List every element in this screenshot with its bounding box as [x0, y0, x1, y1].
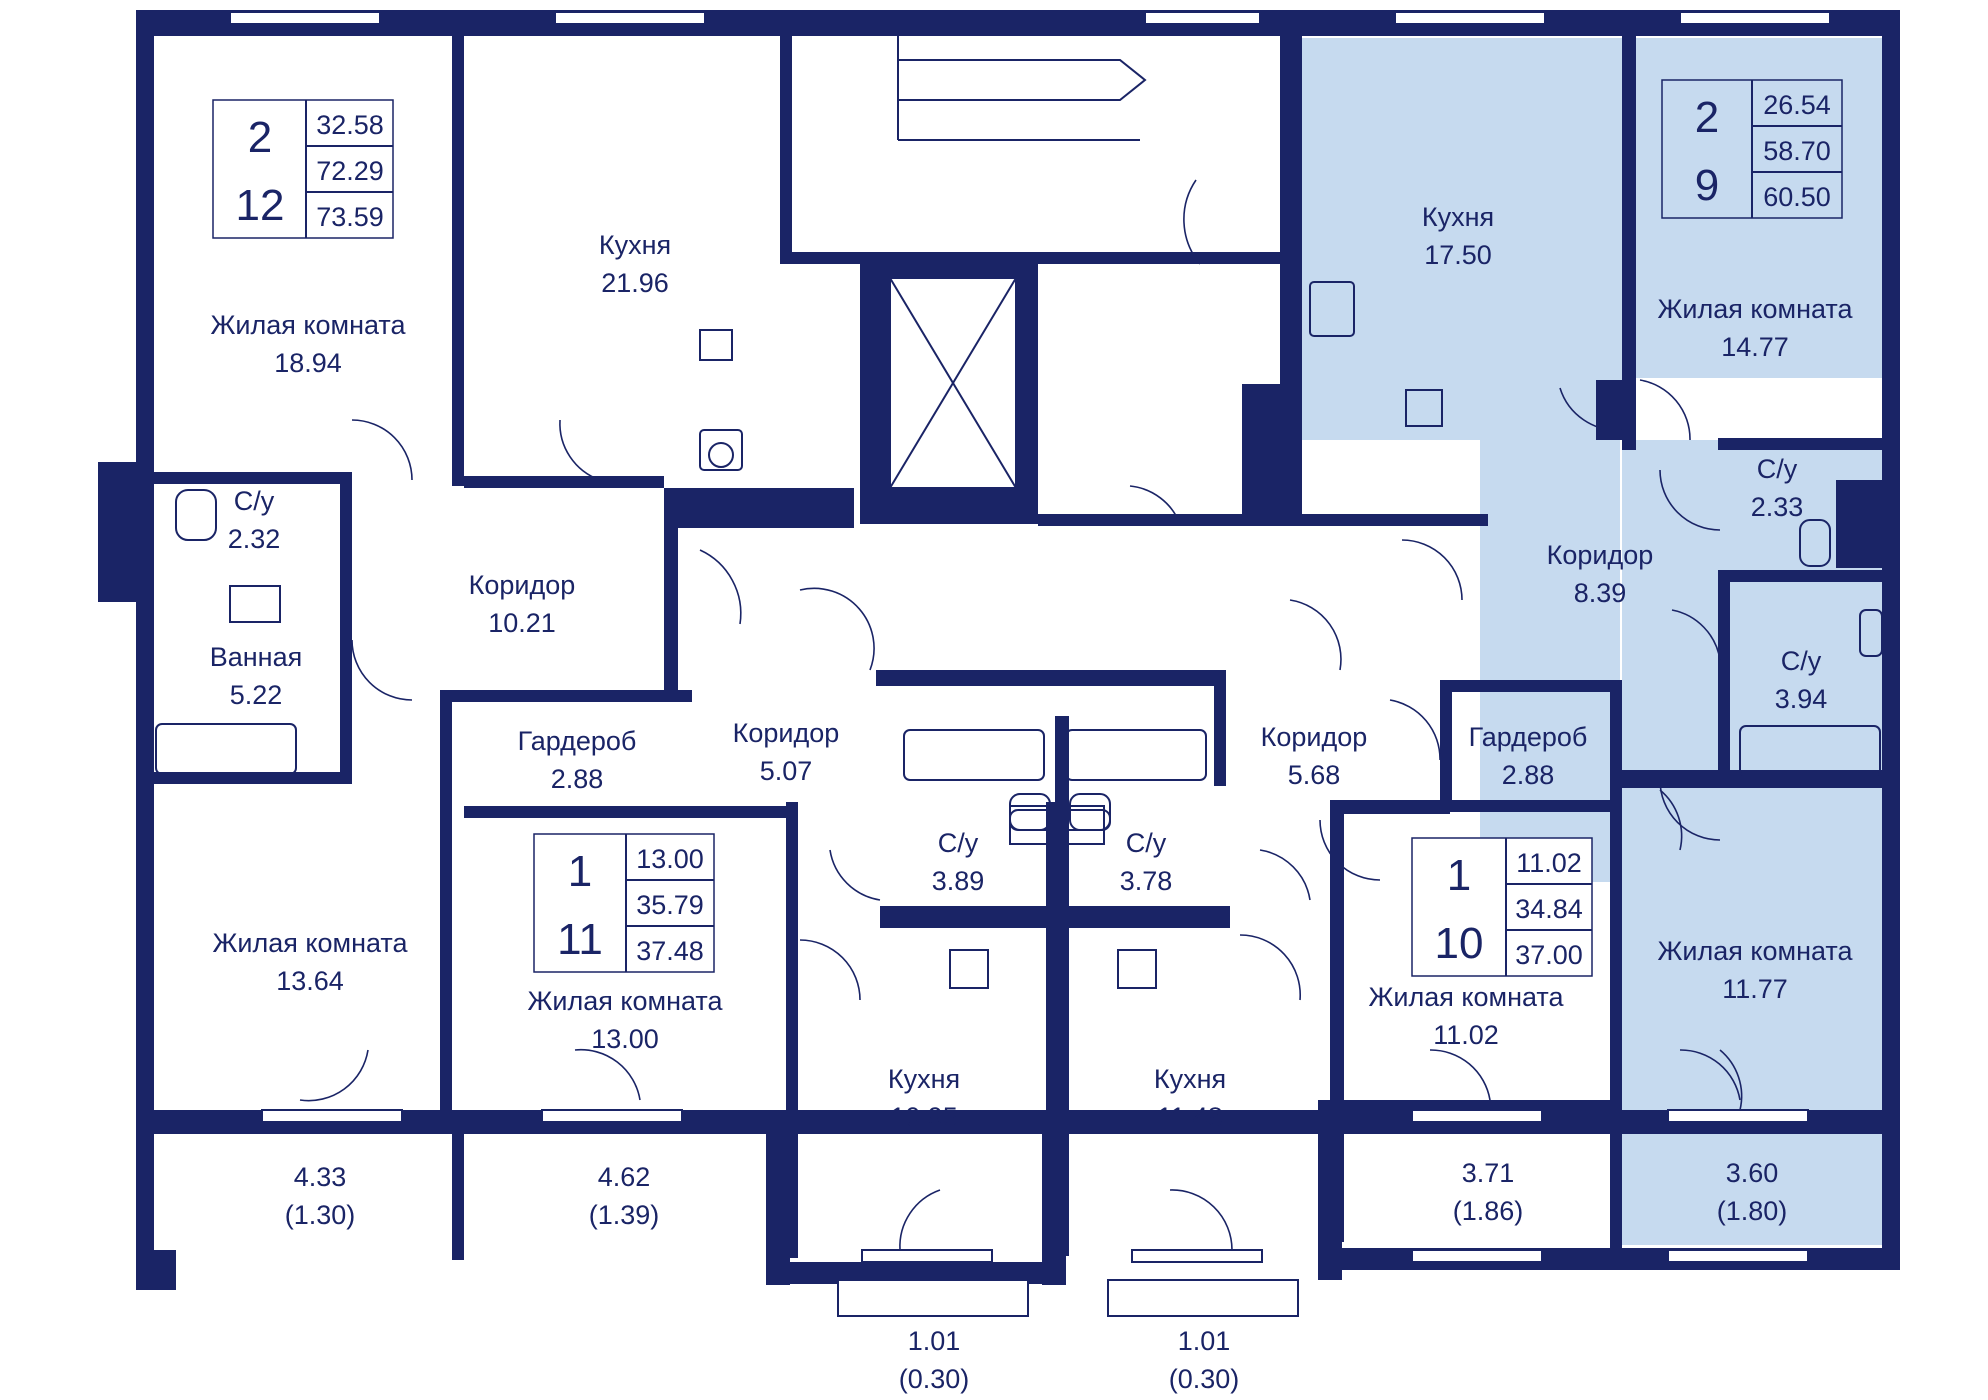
room-name: Жилая комната — [1368, 982, 1564, 1012]
balcony-area: 3.71 — [1462, 1158, 1515, 1188]
room-area: 10.95 — [890, 1102, 958, 1132]
balcony-area: 4.33 — [294, 1162, 347, 1192]
balcony-area-reduced: (1.30) — [285, 1200, 356, 1230]
doors — [299, 179, 1743, 1251]
room-name: Жилая комната — [1657, 294, 1853, 324]
room-name: Кухня — [1422, 202, 1494, 232]
room-area: 2.88 — [551, 764, 604, 794]
apartment-area: 11.02 — [1516, 848, 1582, 878]
room-area: 13.00 — [591, 1024, 659, 1054]
room-area: 2.33 — [1751, 492, 1804, 522]
room-name: Жилая комната — [527, 986, 723, 1016]
apartment-area: 73.59 — [316, 202, 384, 232]
room-area: 2.88 — [1502, 760, 1555, 790]
room-area: 21.96 — [601, 268, 669, 298]
room-name: Коридор — [469, 570, 576, 600]
apartment-rooms-count: 2 — [1695, 93, 1719, 142]
room-name: С/у — [1781, 646, 1822, 676]
room-area: 17.50 — [1424, 240, 1492, 270]
room-area: 5.07 — [760, 756, 813, 786]
apartment-11-info: 1 11 13.00 35.79 37.48 — [533, 833, 715, 973]
apartment-area: 35.79 — [636, 890, 704, 920]
room-name: С/у — [1757, 454, 1798, 484]
room-name: Коридор — [733, 718, 840, 748]
apartment-number: 9 — [1695, 161, 1719, 210]
room-area: 11.48 — [1157, 1102, 1223, 1132]
room-area: 3.89 — [932, 866, 985, 896]
windows — [229, 11, 1831, 1263]
apartment-area: 37.48 — [636, 936, 704, 966]
apartment-10-info: 1 10 11.02 34.84 37.00 — [1411, 837, 1593, 977]
apartment-area: 34.84 — [1515, 894, 1583, 924]
room-area: 8.39 — [1574, 578, 1627, 608]
room-area: 3.94 — [1775, 684, 1828, 714]
apartment-12-info: 2 12 32.58 72.29 73.59 — [212, 99, 394, 239]
balcony-area: 4.62 — [598, 1162, 651, 1192]
balcony-labels: 4.33 (1.30) 4.62 (1.39) 3.71 (1.86) 3.60… — [285, 1158, 1788, 1394]
room-area: 10.21 — [488, 608, 556, 638]
room-name: Кухня — [599, 230, 671, 260]
room-name: Коридор — [1547, 540, 1654, 570]
apartment-9-info: 2 9 26.54 58.70 60.50 — [1661, 79, 1843, 219]
room-area: 11.02 — [1433, 1020, 1499, 1050]
room-name: С/у — [1126, 828, 1167, 858]
balcony-area: 1.01 — [1178, 1326, 1231, 1356]
balcony-area-reduced: (0.30) — [899, 1364, 970, 1394]
apartment-area: 58.70 — [1763, 136, 1831, 166]
room-area: 14.77 — [1721, 332, 1789, 362]
room-area: 18.94 — [274, 348, 342, 378]
room-area: 5.68 — [1288, 760, 1341, 790]
room-name: Жилая комната — [1657, 936, 1853, 966]
apartment-area: 32.58 — [316, 110, 384, 140]
room-name: Жилая комната — [212, 928, 408, 958]
room-area: 11.77 — [1722, 974, 1788, 1004]
apartment-area: 60.50 — [1763, 182, 1831, 212]
balcony-area: 1.01 — [908, 1326, 961, 1356]
balcony-area-reduced: (1.80) — [1717, 1196, 1788, 1226]
apartment-area: 72.29 — [316, 156, 384, 186]
room-area: 2.32 — [228, 524, 281, 554]
apartment-rooms-count: 1 — [1447, 851, 1471, 900]
balcony-area-reduced: (1.39) — [589, 1200, 660, 1230]
room-name: Гардероб — [1469, 722, 1588, 752]
room-name: Кухня — [1154, 1064, 1226, 1094]
room-area: 3.78 — [1120, 866, 1173, 896]
apartment-area: 26.54 — [1763, 90, 1831, 120]
small-balconies — [837, 1279, 1299, 1317]
apartment-9-highlight — [1302, 38, 1888, 1245]
apartment-area: 37.00 — [1515, 940, 1583, 970]
room-area: 5.22 — [230, 680, 283, 710]
balcony-area-reduced: (1.86) — [1453, 1196, 1524, 1226]
apartment-rooms-count: 2 — [248, 113, 272, 162]
room-name: Ванная — [210, 642, 302, 672]
room-name: Гардероб — [518, 726, 637, 756]
room-name: С/у — [234, 486, 275, 516]
room-name: С/у — [938, 828, 979, 858]
room-name: Коридор — [1261, 722, 1368, 752]
room-name: Жилая комната — [210, 310, 406, 340]
balcony-area-reduced: (0.30) — [1169, 1364, 1240, 1394]
apartment-area: 13.00 — [636, 844, 704, 874]
room-labels: Жилая комната 18.94 Кухня 21.96 Кухня 17… — [210, 202, 1854, 1132]
apartment-number: 10 — [1435, 919, 1484, 968]
balcony-area: 3.60 — [1726, 1158, 1779, 1188]
room-area: 13.64 — [276, 966, 344, 996]
stairwell — [889, 36, 1147, 489]
apartment-rooms-count: 1 — [568, 847, 592, 896]
apartment-number: 12 — [236, 181, 285, 230]
apartment-number: 11 — [557, 915, 603, 964]
fixtures — [155, 281, 1883, 989]
room-name: Кухня — [888, 1064, 960, 1094]
